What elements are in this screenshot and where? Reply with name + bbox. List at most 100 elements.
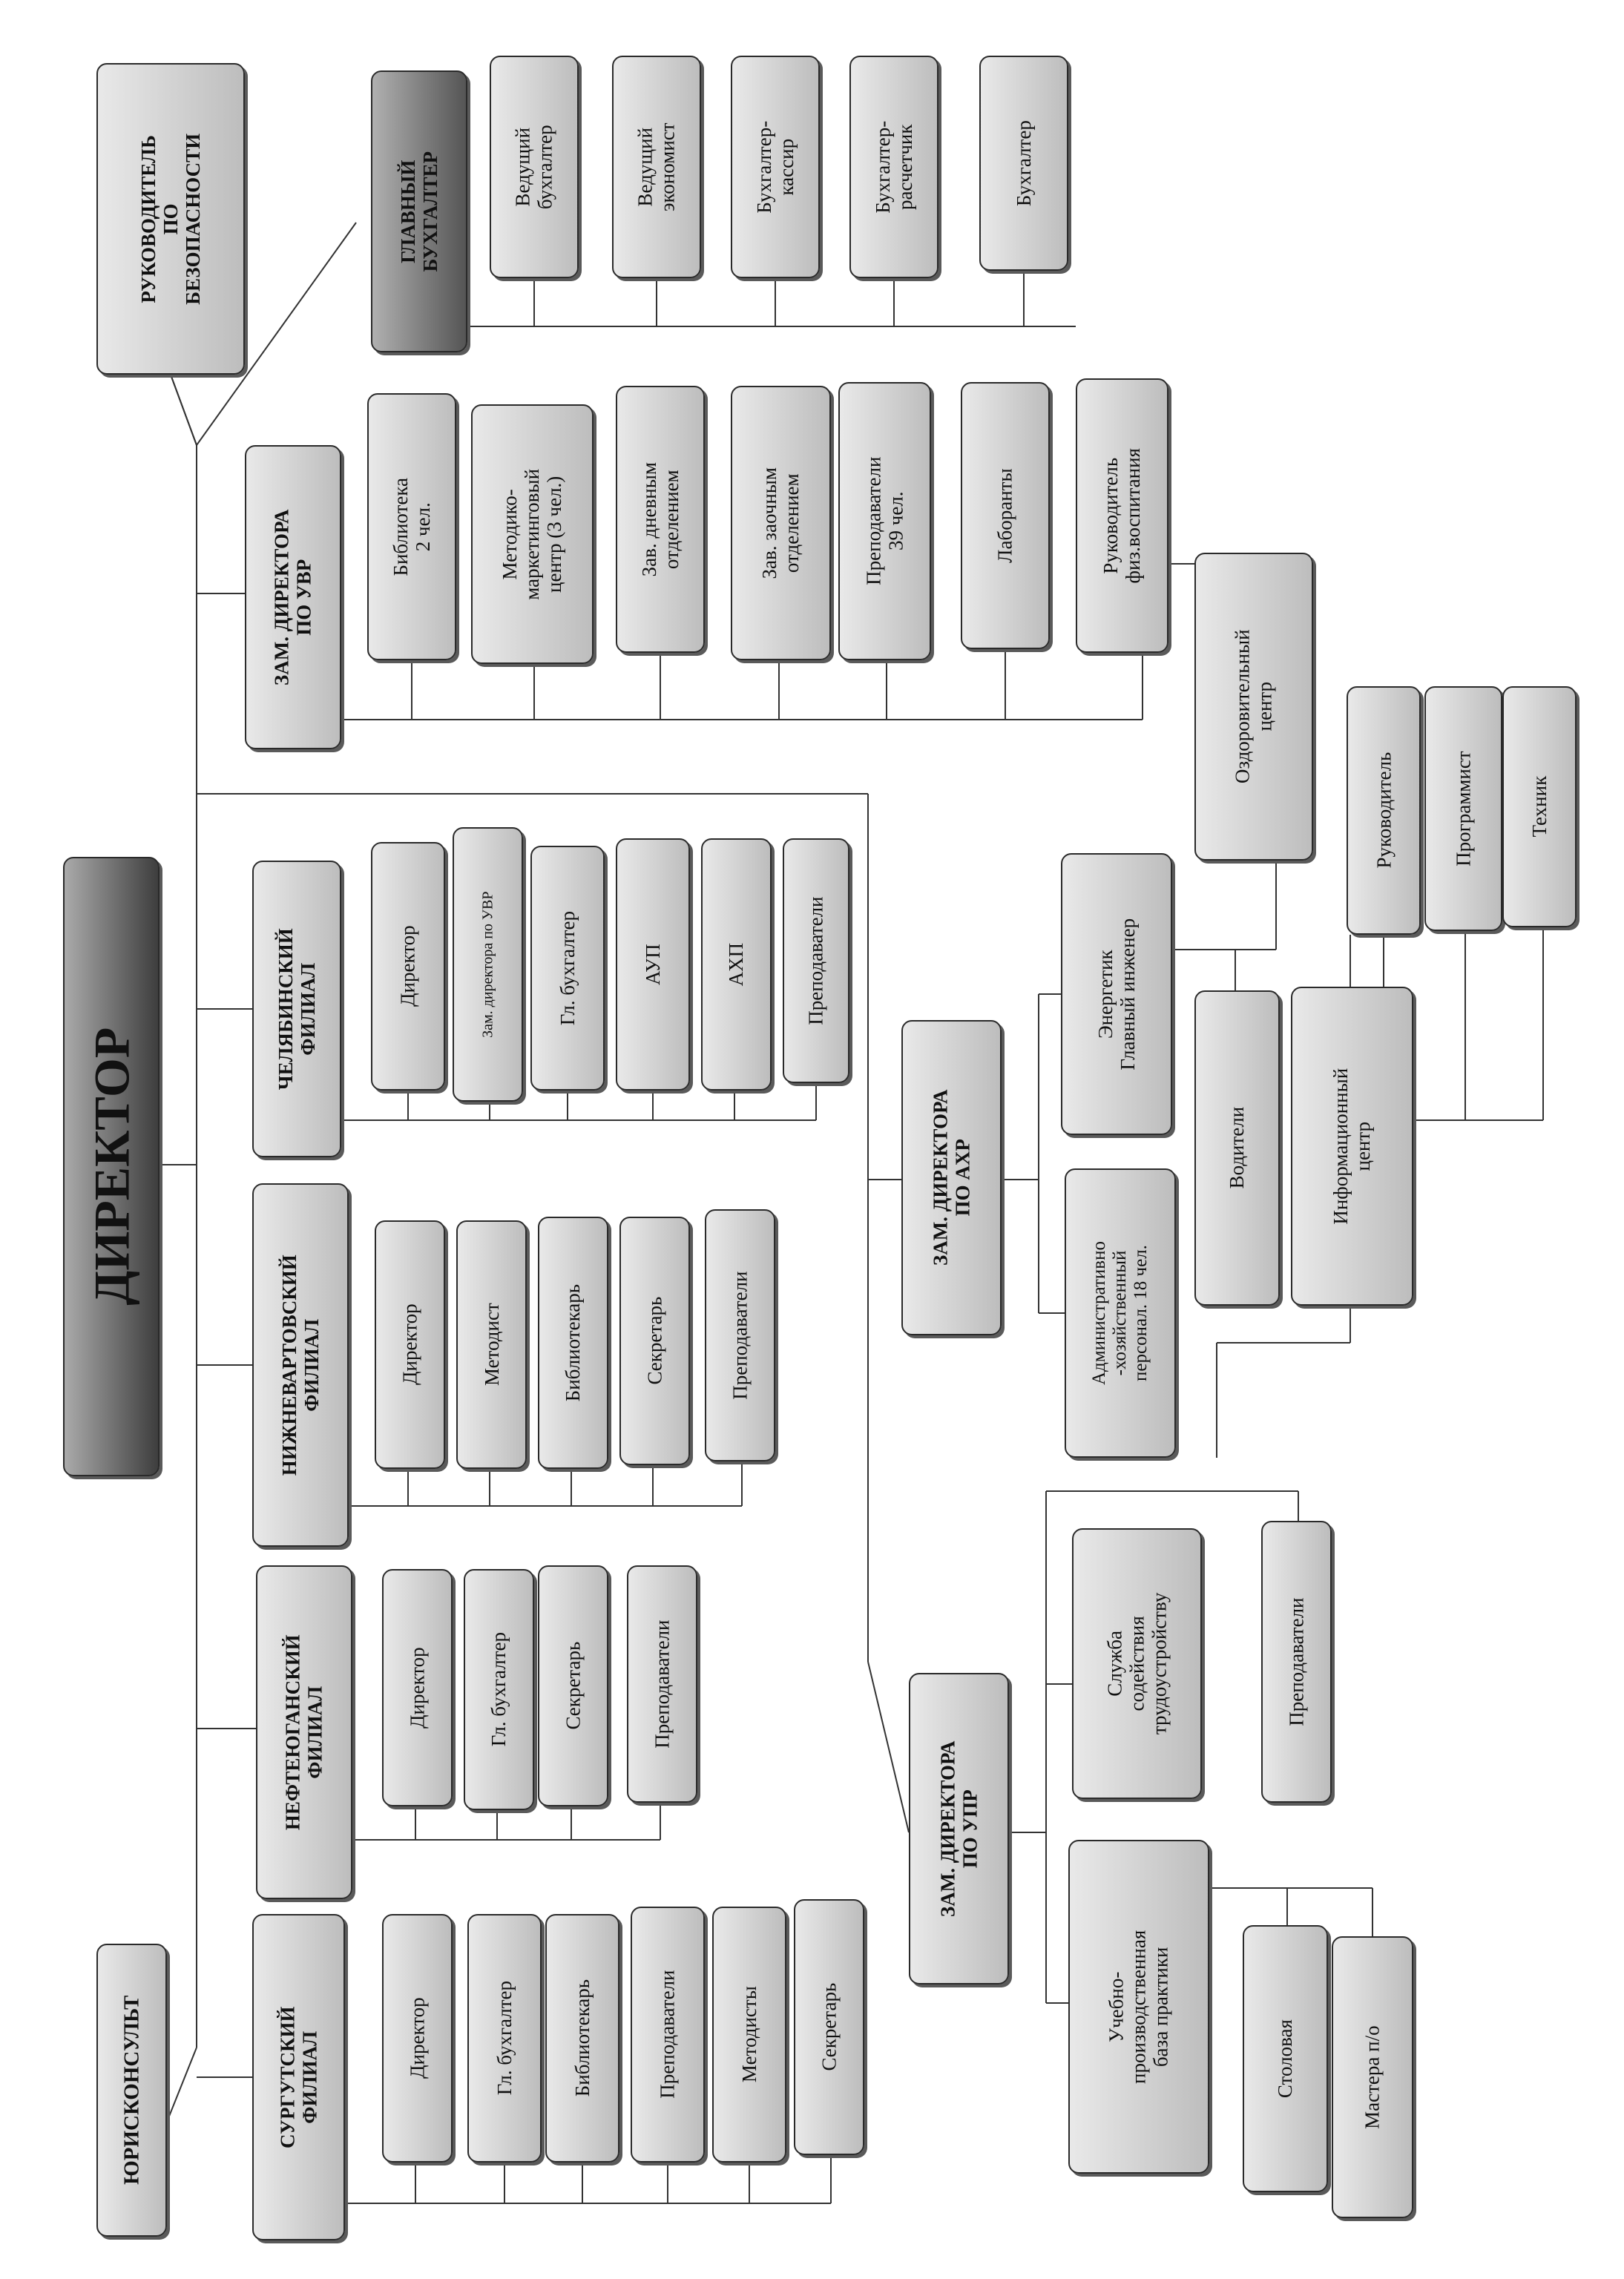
ca-staff-4-box: Бухгалтер- расчетчик [849,56,938,278]
health-center-label: Оздоровительный центр [1231,629,1277,784]
ca-staff-5-label: Бухгалтер [1012,120,1035,206]
neft-staff-1-label: Директор [406,1647,429,1729]
branch-nizhnevartovsk-label: НИЖНЕВАРТОВСКИЙ ФИЛИАЛ [277,1254,323,1476]
uvr-staff-7-label: Руководитель физ.воспитания [1099,447,1145,584]
ca-staff-3-box: Бухгалтер- кассир [731,56,820,278]
employment-service-box: Служба содействия трудоустройству [1072,1528,1202,1799]
neft-staff-1-box: Директор [382,1569,453,1806]
director-box: ДИРЕКТОР [63,857,160,1476]
health-center-box: Оздоровительный центр [1194,553,1313,861]
nizh-staff-1-label: Директор [398,1303,421,1386]
branch-nefteyugansk-box: НЕФТЕЮГАНСКИЙ ФИЛИАЛ [256,1565,352,1899]
connector-line-10 [166,2047,197,2122]
deputy-uvr-box: ЗАМ. ДИРЕКТОРА ПО УВР [245,445,341,749]
chel-staff-3-box: Гл. бухгалтер [530,846,605,1091]
chel-staff-6-box: Преподаватели [783,838,849,1083]
uvr-staff-4-label: Зав. заочным отделением [758,467,803,579]
ca-staff-3-label: Бухгалтер- кассир [752,120,798,214]
uvr-staff-4-box: Зав. заочным отделением [731,386,831,660]
deputy-ahr-box: ЗАМ. ДИРЕКТОРА ПО АХР [901,1020,1002,1335]
connector-line-7 [170,374,197,446]
chel-staff-4-label: АУП [641,944,664,985]
uvr-staff-2-label: Методико- маркетинговый центр (3 чел.) [499,468,566,600]
surg-staff-1-box: Директор [382,1914,453,2163]
branch-nizhnevartovsk-box: НИЖНЕВАРТОВСКИЙ ФИЛИАЛ [252,1183,349,1547]
surg-staff-5-box: Методисты [712,1907,786,2163]
uvr-staff-5-box: Преподаватели 39 чел. [838,382,931,660]
technician-box: Техник [1502,686,1577,927]
chel-staff-1-label: Директор [396,925,419,1007]
upr-teachers-box: Преподаватели [1261,1521,1332,1803]
connector-line-8 [196,222,357,446]
deputy-upr-box: ЗАМ. ДИРЕКТОРА ПО УПР [909,1673,1009,1984]
neft-staff-3-box: Секретарь [538,1565,608,1806]
neft-staff-3-label: Секретарь [562,1642,585,1730]
uvr-staff-1-label: Библиотека 2 чел. [389,477,434,576]
ca-staff-4-label: Бухгалтер- расчетчик [871,120,916,214]
branch-surgut-box: СУРГУТСКИЙ ФИЛИАЛ [252,1914,345,2240]
chel-staff-2-box: Зам. директора по УВР [453,827,523,1102]
branch-nefteyugansk-label: НЕФТЕЮГАНСКИЙ ФИЛИАЛ [281,1634,327,1830]
neft-staff-4-label: Преподаватели [651,1619,674,1749]
surg-staff-2-label: Гл. бухгалтер [493,1981,516,2096]
chief-accountant-box: ГЛАВНЫЙ БУХГАЛТЕР [371,70,467,352]
uvr-staff-3-box: Зав. дневным отделением [616,386,705,653]
uvr-staff-3-label: Зав. дневным отделением [637,461,683,577]
canteen-label: Столовая [1274,2019,1297,2098]
branch-surgut-label: СУРГУТСКИЙ ФИЛИАЛ [276,2006,321,2148]
surg-staff-6-box: Секретарь [794,1899,864,2155]
uvr-staff-5-label: Преподаватели 39 чел. [862,456,907,586]
drivers-label: Водители [1226,1107,1249,1189]
nizh-staff-2-label: Методист [480,1303,503,1387]
nizh-staff-3-label: Библиотекарь [562,1283,585,1402]
practice-base-label: Учебно- производственная база практики [1105,1930,1173,2084]
chel-staff-3-label: Гл. бухгалтер [556,910,579,1026]
energy-engineer-label: Энергетик Главный инженер [1094,918,1140,1071]
lawyer-label: ЮРИСКОНСУЛЬТ [119,1995,144,2186]
ca-staff-2-box: Ведущий экономист [612,56,701,278]
masters-box: Мастера п/о [1332,1936,1413,2218]
drivers-box: Водители [1194,990,1280,1306]
uvr-staff-1-box: Библиотека 2 чел. [367,393,456,660]
chel-staff-5-label: АХП [725,942,748,987]
nizh-staff-4-label: Секретарь [643,1297,666,1385]
nizh-staff-1-box: Директор [375,1220,445,1469]
lawyer-box: ЮРИСКОНСУЛЬТ [96,1944,167,2237]
ca-staff-2-label: Ведущий экономист [634,122,679,211]
director-label: ДИРЕКТОР [82,1027,139,1306]
chel-staff-5-box: АХП [701,838,772,1091]
deputy-upr-label: ЗАМ. ДИРЕКТОРА ПО УПР [936,1740,982,1917]
canteen-box: Столовая [1243,1925,1328,2192]
surg-staff-2-box: Гл. бухгалтер [467,1914,542,2163]
surg-staff-1-label: Директор [406,1997,429,2079]
surg-staff-4-label: Преподаватели [656,1970,679,2099]
ca-staff-1-label: Ведущий бухгалтер [511,125,556,209]
chief-accountant-label: ГЛАВНЫЙ БУХГАЛТЕР [396,151,441,272]
surg-staff-5-label: Методисты [737,1986,760,2083]
upr-teachers-label: Преподаватели [1285,1597,1308,1726]
surg-staff-4-box: Преподаватели [631,1907,705,2163]
neft-staff-2-label: Гл. бухгалтер [487,1632,510,1747]
it-head-box: Руководитель [1347,686,1421,935]
security-head-box: РУКОВОДИТЕЛЬ ПО БЕЗОПАСНОСТИ [96,63,245,375]
uvr-staff-2-box: Методико- маркетинговый центр (3 чел.) [471,404,594,664]
deputy-uvr-label: ЗАМ. ДИРЕКТОРА ПО УВР [270,509,315,685]
neft-staff-4-box: Преподаватели [627,1565,697,1803]
nizh-staff-4-box: Секретарь [619,1217,690,1465]
admin-staff-label: Административно -хозяйственный персонал.… [1089,1241,1151,1385]
chel-staff-2-label: Зам. директора по УВР [479,891,496,1038]
energy-engineer-box: Энергетик Главный инженер [1061,853,1172,1135]
neft-staff-2-box: Гл. бухгалтер [464,1569,534,1810]
uvr-staff-6-box: Лаборанты [961,382,1050,649]
nizh-staff-5-box: Преподаватели [705,1209,775,1461]
info-center-box: Информационный центр [1291,987,1413,1306]
branch-chelyabinsk-label: ЧЕЛЯБИНСКИЙ ФИЛИАЛ [274,927,319,1091]
uvr-staff-7-box: Руководитель физ.воспитания [1076,378,1168,653]
chel-staff-6-label: Преподаватели [804,896,827,1025]
chel-staff-1-box: Директор [371,842,445,1091]
programmer-label: Программист [1452,751,1475,866]
ca-staff-5-box: Бухгалтер [979,56,1068,271]
employment-service-label: Служба содействия трудоустройству [1103,1592,1171,1735]
